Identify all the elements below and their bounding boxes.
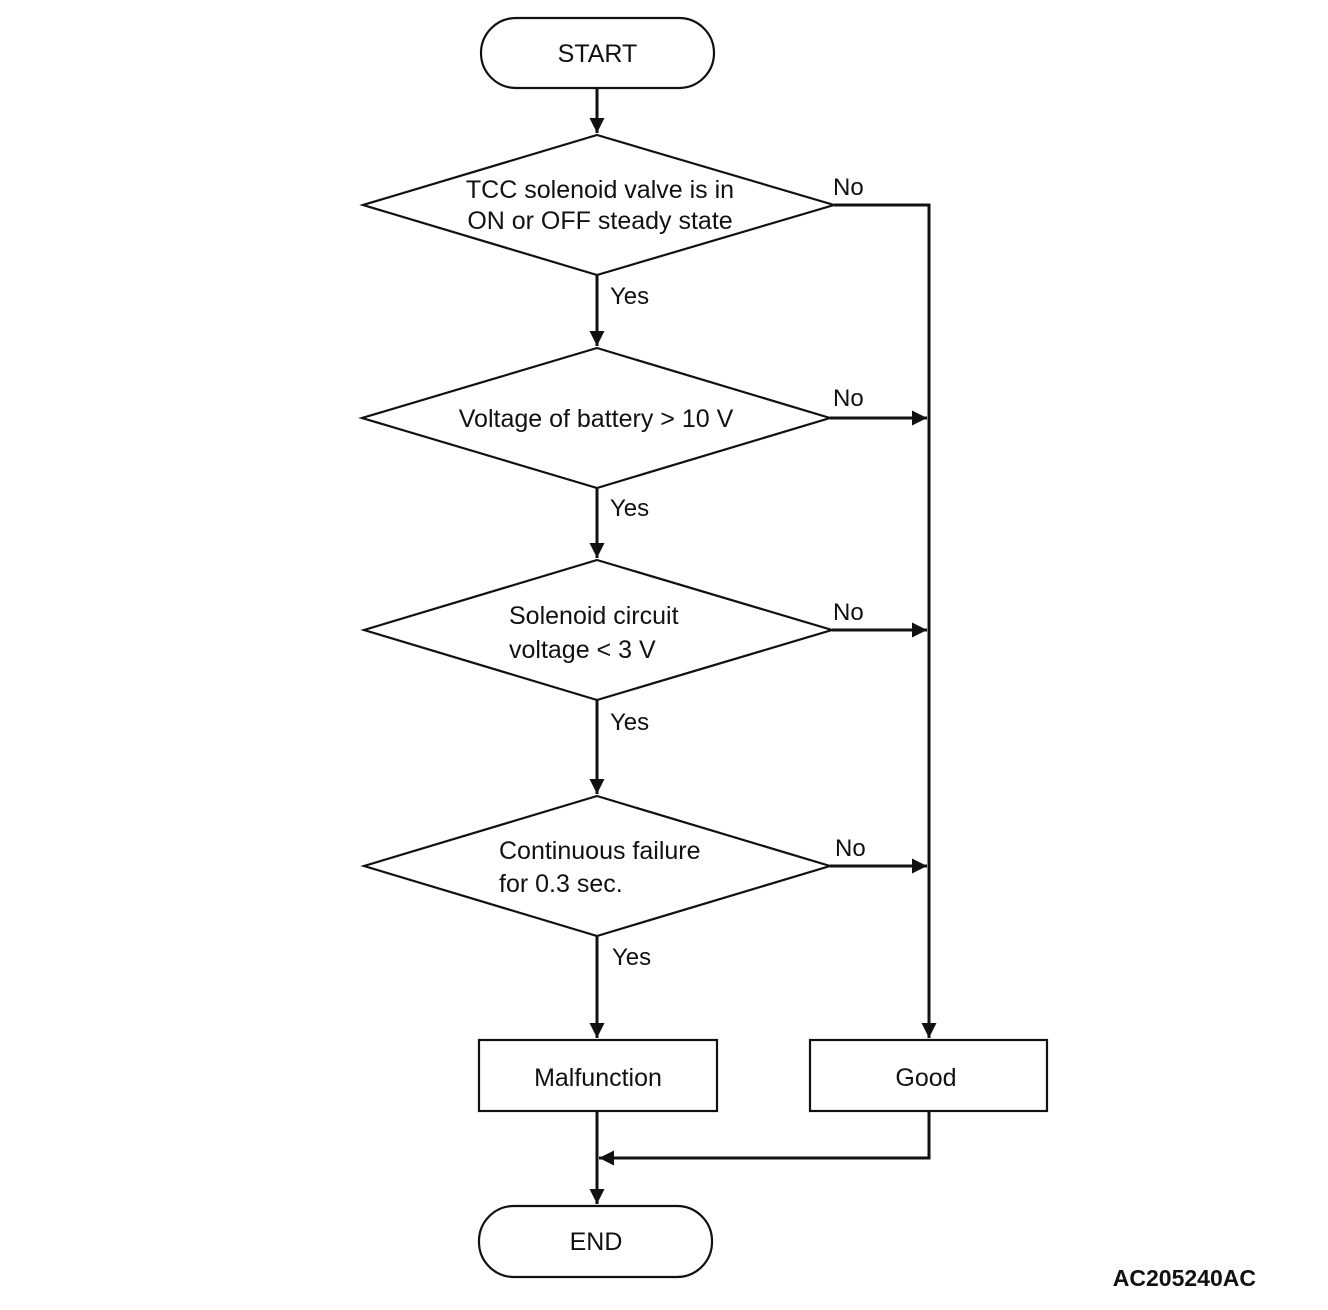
malfunction-label: Malfunction: [534, 1064, 662, 1092]
start-terminal: START: [479, 16, 716, 90]
no-label-decision-1: No: [833, 174, 864, 201]
decision-battery-voltage: Voltage of battery > 10 V: [358, 346, 834, 490]
decision-battery-line1: Voltage of battery > 10 V: [459, 405, 734, 433]
figure-id: AC205240AC: [1113, 1265, 1256, 1291]
yes-label-decision-4: Yes: [612, 944, 651, 971]
decision-continuous-failure: Continuous failure for 0.3 sec.: [360, 794, 834, 938]
decision-solenoid-line2: voltage < 3 V: [509, 636, 656, 664]
no-label-decision-4: No: [835, 835, 866, 862]
end-terminal: END: [477, 1204, 714, 1279]
good-box: Good: [808, 1038, 1049, 1113]
start-label: START: [558, 40, 638, 68]
arrow-good-to-end: [599, 1111, 931, 1166]
decision-failure-line2: for 0.3 sec.: [499, 870, 623, 898]
decision-solenoid-voltage: Solenoid circuit voltage < 3 V: [360, 558, 836, 702]
yes-label-decision-2: Yes: [610, 495, 649, 522]
decision-failure-line1: Continuous failure: [499, 837, 701, 865]
end-label: END: [570, 1228, 623, 1256]
good-label: Good: [895, 1064, 956, 1092]
decision-solenoid-line1: Solenoid circuit: [509, 602, 679, 630]
arrow-no-decision-1: [834, 203, 937, 1038]
no-label-decision-2: No: [833, 385, 864, 412]
decision-tcc-steady-state: TCC solenoid valve is in ON or OFF stead…: [359, 133, 838, 277]
no-label-decision-3: No: [833, 599, 864, 626]
decision-tcc-line1: TCC solenoid valve is in: [466, 176, 734, 204]
malfunction-box: Malfunction: [477, 1038, 719, 1113]
decision-tcc-line2: ON or OFF steady state: [467, 207, 732, 235]
yes-label-decision-3: Yes: [610, 709, 649, 736]
yes-label-decision-1: Yes: [610, 283, 649, 310]
